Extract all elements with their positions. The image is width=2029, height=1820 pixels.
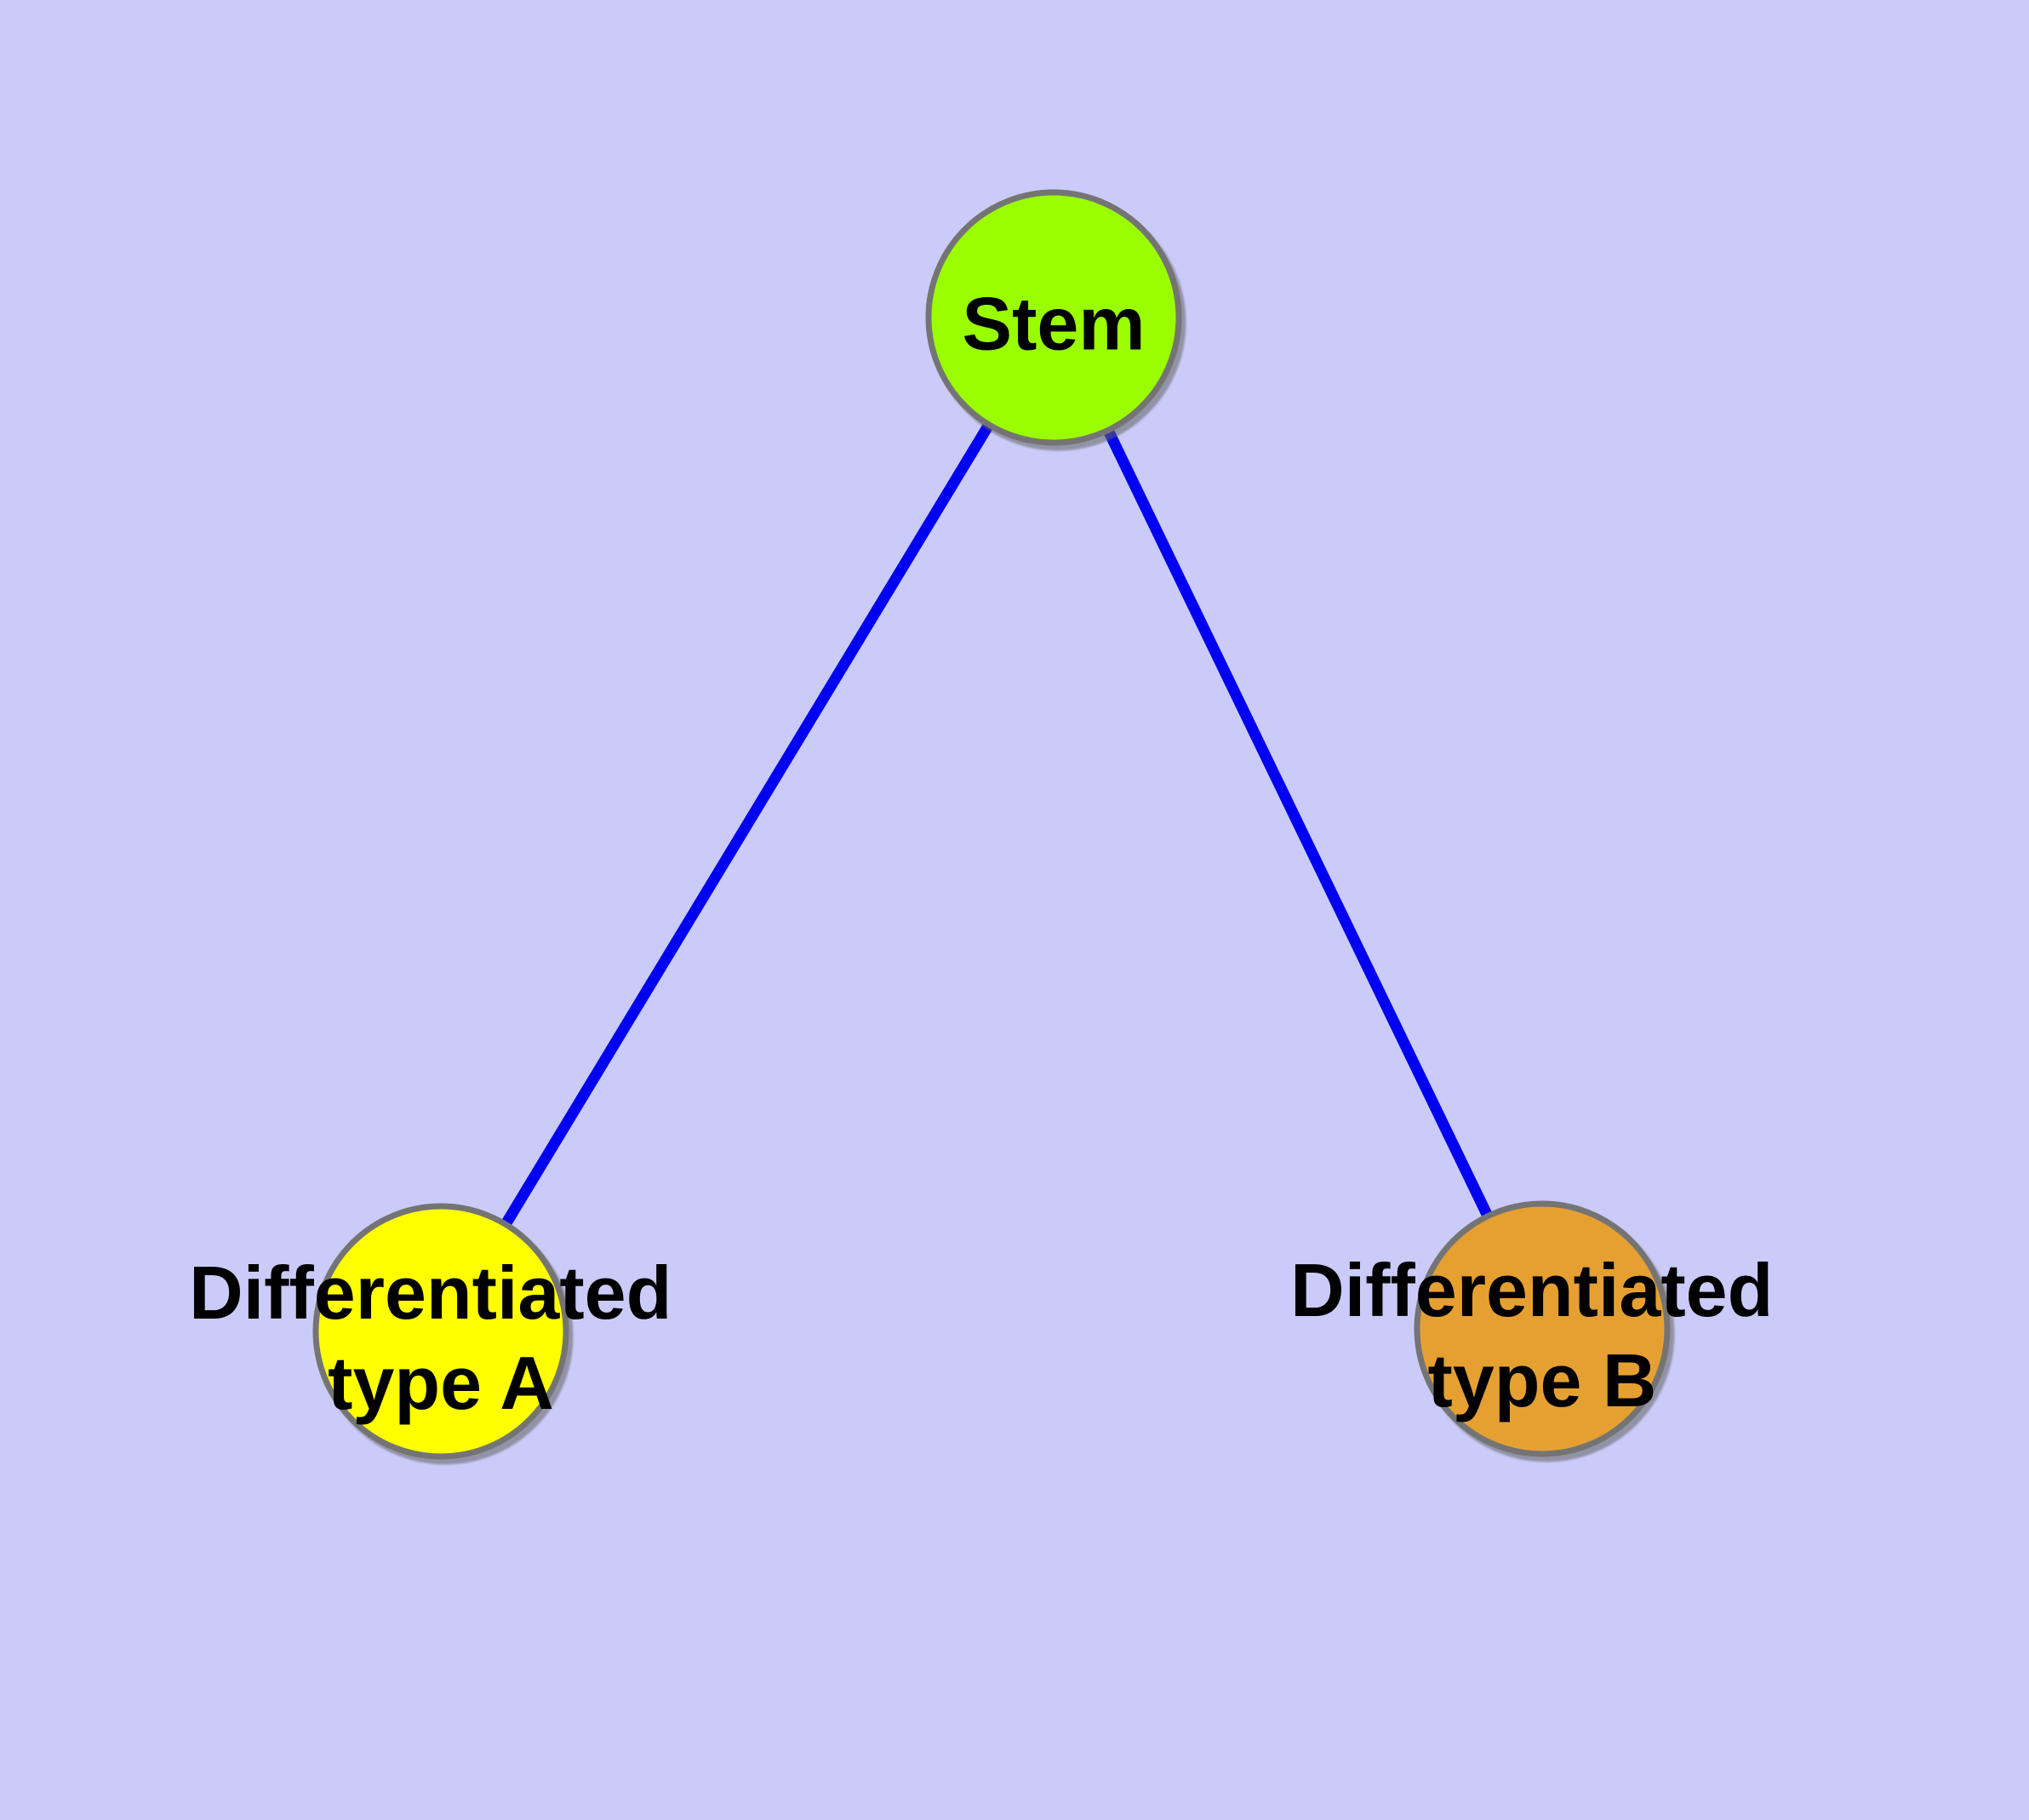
type-a-label-line-2: type A [328,1341,554,1425]
stem-node-label: Stem [962,282,1145,366]
differentiated-type-b-node [1414,1200,1671,1457]
type-b-node-label: Differentiated type B [1290,1248,1794,1422]
type-a-label-line-1: Differentiated [189,1251,672,1335]
labels-layer: Stem Differentiated type A Differentiate… [189,282,1794,1425]
type-b-label-line-1: Differentiated [1290,1248,1773,1332]
edge-stem-to-type-a [436,314,1059,1335]
edges-layer [436,314,1547,1335]
type-a-node-label: Differentiated type A [189,1251,693,1425]
type-b-label-line-2: type B [1428,1338,1657,1422]
differentiated-type-a-node [312,1203,569,1460]
edge-stem-to-type-b [1049,315,1547,1331]
nodes-layer [312,189,1671,1460]
stem-node [925,189,1182,446]
